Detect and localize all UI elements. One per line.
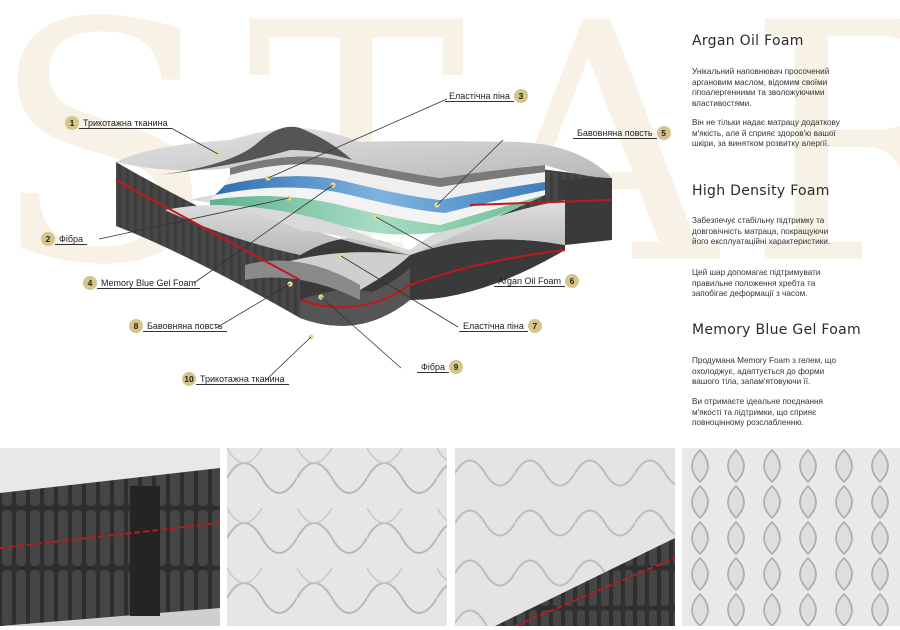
callout-label: Бавовняна повсть	[143, 321, 227, 332]
callout-3: 3 Еластічна піна	[445, 89, 528, 103]
callout-label: Бавовняна повсть	[573, 128, 657, 139]
section-text-high-density-2: Цей шар допомагає підтримувати правильне…	[692, 268, 821, 299]
memory-blue-gel-layer	[215, 176, 545, 213]
callout-7: 7 Еластічна піна	[459, 319, 542, 333]
callout-number: 10	[182, 372, 196, 386]
section-text-memory-gel-1: Продумана Memory Foam з гелем, що охолод…	[692, 356, 836, 387]
detail-photos	[0, 448, 900, 630]
section-text-high-density-1: Забезпечує стабільну підтримку та довгов…	[692, 216, 831, 247]
callout-number: 9	[449, 360, 464, 374]
section-text-memory-gel-2: Ви отримаєте ідеальне поєднання м'якості…	[692, 397, 823, 428]
section-title-high-density: High Density Foam	[692, 183, 830, 199]
callout-label: Фібра	[55, 234, 88, 245]
photo-top-pattern	[682, 448, 900, 626]
argan-oil-foam-layer	[210, 195, 545, 235]
layer-descriptions: Argan Oil Foam Унікальний наповнювач про…	[690, 0, 890, 440]
callout-4: 4 Memory Blue Gel Foam	[83, 276, 201, 290]
callout-6: 6 Argan Oil Foam	[494, 274, 580, 288]
section-title-memory-gel: Memory Blue Gel Foam	[692, 322, 861, 338]
section-title-argan: Argan Oil Foam	[692, 33, 804, 49]
callout-number: 5	[656, 126, 671, 140]
photo-corner-detail	[455, 448, 675, 626]
mattress-left-side	[116, 162, 300, 318]
callout-number: 4	[83, 276, 97, 290]
mattress-cutaway-illustration	[98, 98, 613, 381]
callout-label: Фібра	[417, 362, 450, 373]
callout-number: 7	[527, 319, 542, 333]
callout-number: 1	[65, 116, 79, 130]
callout-10: 10 Трикотажна тканина	[182, 372, 289, 386]
callout-label: Трикотажна тканина	[79, 118, 172, 129]
callout-number: 8	[129, 319, 143, 333]
callout-label: Argan Oil Foam	[494, 276, 566, 287]
callout-label: Еластічна піна	[445, 91, 514, 102]
photo-quilted-top	[227, 448, 447, 626]
callout-2: 2 Фібра	[41, 232, 88, 246]
mattress-top-fabric	[116, 128, 612, 178]
callout-9: 9 Фібра	[417, 360, 464, 374]
callout-number: 3	[513, 89, 528, 103]
callout-label: Трикотажна тканина	[196, 374, 289, 385]
callout-label: Memory Blue Gel Foam	[97, 278, 201, 289]
callout-label: Еластічна піна	[459, 321, 528, 332]
callout-number: 6	[565, 274, 580, 288]
section-text-argan-1: Унікальний наповнювач просочений арганов…	[692, 67, 830, 108]
callout-8: 8 Бавовняна повсть	[129, 319, 227, 333]
callout-1: 1 Трикотажна тканина	[65, 116, 172, 130]
callout-5: 5 Бавовняна повсть	[573, 126, 671, 140]
photo-side-panel	[0, 448, 220, 626]
callout-number: 2	[41, 232, 55, 246]
section-text-argan-2: Він не тільки надає матрацу додаткову м'…	[692, 118, 840, 149]
